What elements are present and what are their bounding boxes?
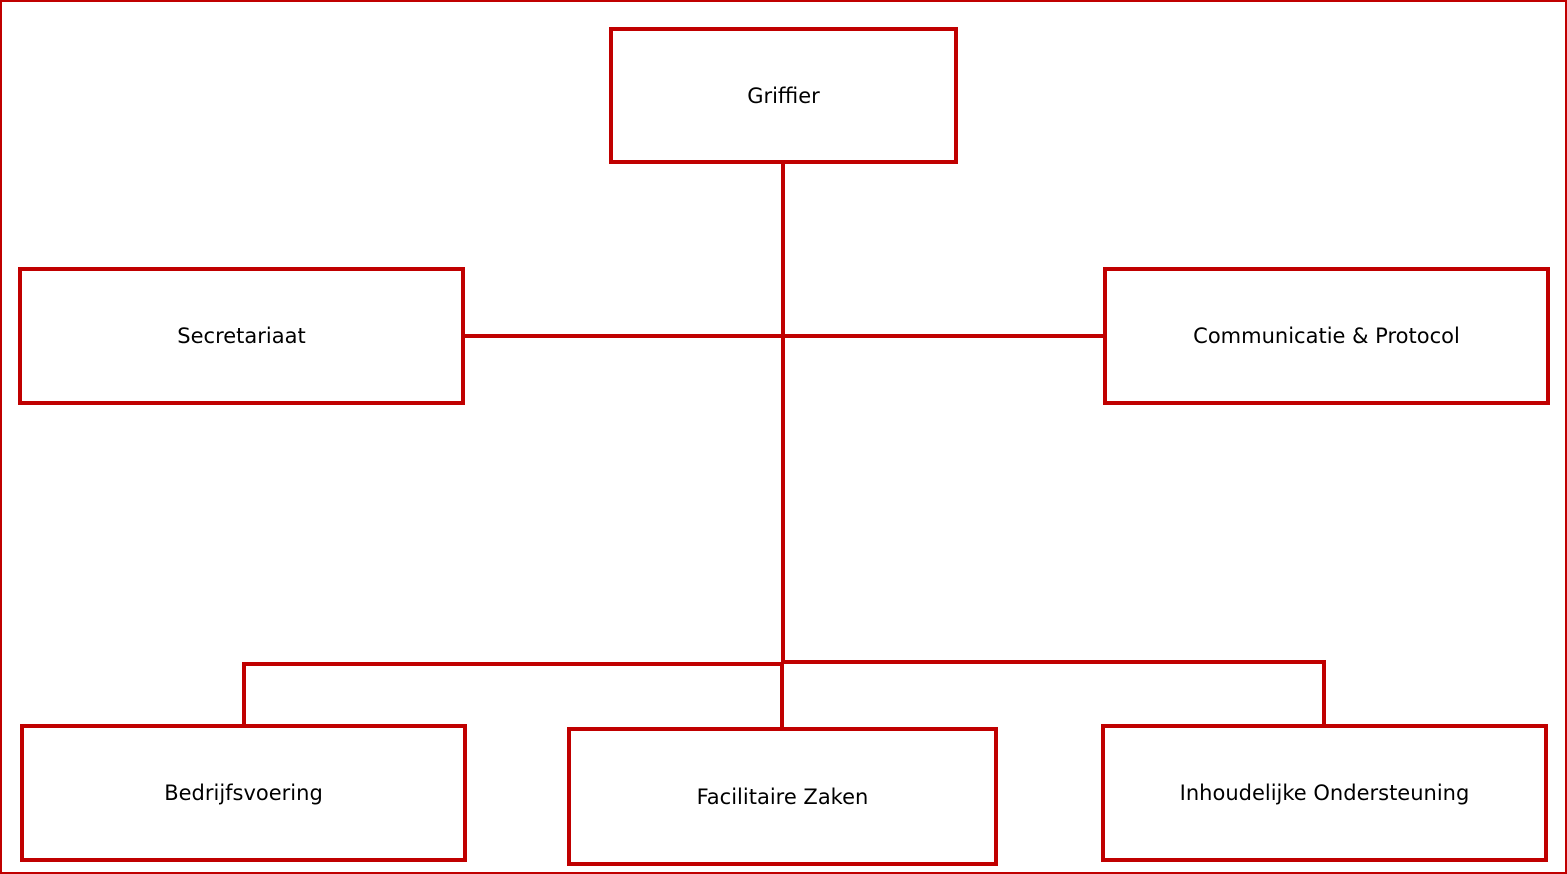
org-node-facilitaire-zaken: Facilitaire Zaken [567,727,998,866]
org-node-secretariaat: Secretariaat [18,267,465,405]
org-node-bedrijfsvoering: Bedrijfsvoering [20,724,467,862]
org-node-label: Facilitaire Zaken [696,784,869,809]
org-node-label: Communicatie & Protocol [1193,324,1460,348]
org-node-label: Griffier [747,83,820,108]
org-node-label: Secretariaat [177,324,306,348]
org-node-label: Bedrijfsvoering [164,781,323,805]
org-node-communicatie-protocol: Communicatie & Protocol [1103,267,1550,405]
org-node-griffier: Griffier [609,27,958,164]
org-node-inhoudelijke-ondersteuning: Inhoudelijke Ondersteuning [1101,724,1548,862]
org-node-label: Inhoudelijke Ondersteuning [1179,781,1470,805]
